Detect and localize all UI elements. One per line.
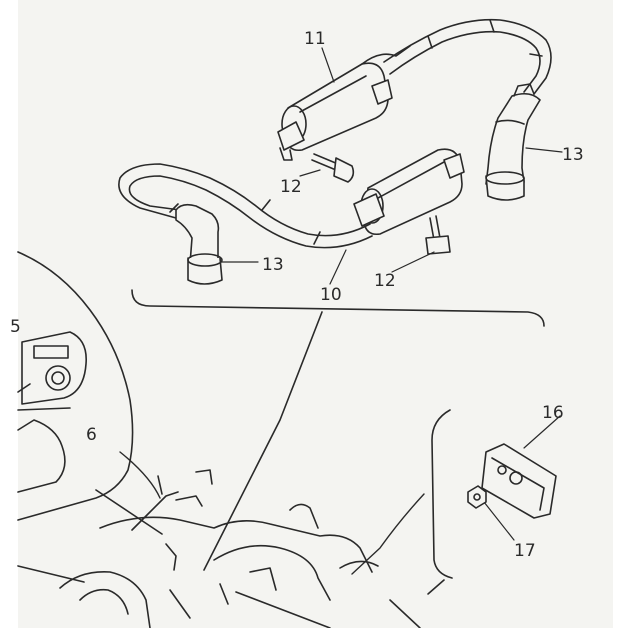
high-tension-lead-upper	[383, 18, 552, 95]
wiring-connector-left	[17, 331, 87, 411]
callout-10: 10	[320, 285, 342, 305]
mounting-nut	[467, 485, 487, 509]
callout-12-upper: 12	[280, 177, 302, 197]
callout-13-left: 13	[262, 255, 284, 275]
callout-16: 16	[542, 403, 564, 423]
bolt-lower	[425, 215, 451, 255]
spark-plug-cap-right	[485, 83, 541, 201]
bolt-upper	[311, 153, 355, 183]
scan-border-left	[0, 0, 18, 628]
side-cover-outline	[17, 251, 134, 521]
callout-17: 17	[514, 541, 536, 561]
motorcycle-outline	[17, 469, 445, 628]
right-bracket	[431, 409, 453, 579]
callout-11: 11	[304, 29, 326, 49]
callout-5: 5	[10, 317, 21, 337]
assembly-bracket	[131, 289, 545, 571]
spark-plug-cap-left	[175, 203, 223, 285]
location-arrows	[119, 451, 425, 575]
high-tension-lead-lower	[118, 163, 373, 249]
scan-border-right	[613, 0, 628, 628]
callout-labels: 11 13 12 13 10 12 5 6 16 17	[10, 29, 584, 561]
callout-13-right: 13	[562, 145, 584, 165]
mounting-plate	[481, 443, 557, 519]
callout-12-lower: 12	[374, 271, 396, 291]
callout-6: 6	[86, 425, 97, 445]
ignition-coil-upper	[277, 45, 411, 161]
ignition-coil-lower	[353, 148, 465, 236]
callout-leaders	[221, 47, 563, 541]
